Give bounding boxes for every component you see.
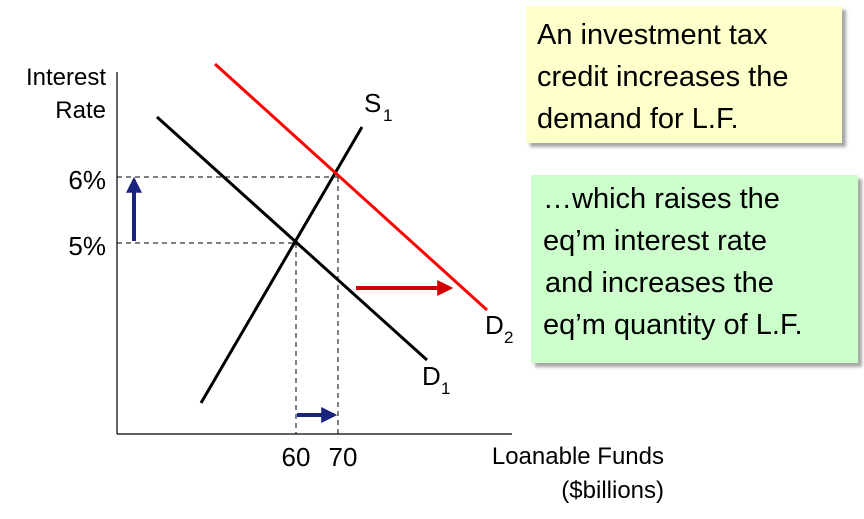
callout-2-line-1: …which raises the [543, 183, 780, 215]
callout-tax-credit: An investment tax credit increases the d… [526, 6, 842, 143]
y-axis-label-line-2: Rate [55, 97, 106, 124]
demand-curve-d1 [155, 115, 429, 362]
x-axis-label-line-2: ($billions) [561, 477, 664, 504]
y-tick-label-6: 6% [68, 165, 106, 195]
x-tick-label-60: 60 [282, 442, 311, 472]
callout-2-line-3: and increases the [545, 267, 774, 299]
callout-1-line-3: demand for L.F. [537, 103, 739, 135]
svg-text:S: S [364, 88, 381, 118]
label-d1: D 1 [422, 361, 450, 398]
callout-1-line-2: credit increases the [537, 61, 789, 93]
callout-2-line-4: eq’m quantity of L.F. [543, 309, 803, 341]
label-s1: S 1 [364, 88, 392, 125]
y-tick-label-5: 5% [68, 231, 106, 261]
svg-text:D: D [422, 361, 441, 391]
y-axis-label-line-1: Interest [26, 64, 106, 91]
svg-text:2: 2 [504, 328, 513, 347]
callout-equilibrium-effect: …which raises the eq’m interest rate and… [531, 175, 858, 363]
callout-2-line-2: eq’m interest rate [543, 225, 768, 257]
svg-text:1: 1 [383, 106, 392, 125]
label-d2: D 2 [485, 310, 513, 347]
callout-1-line-1: An investment tax [537, 19, 768, 51]
svg-text:1: 1 [441, 379, 450, 398]
demand-curve-d2 [213, 62, 489, 312]
x-tick-label-70: 70 [329, 442, 358, 472]
x-axis-label-line-1: Loanable Funds [492, 443, 664, 470]
svg-text:D: D [485, 310, 504, 340]
